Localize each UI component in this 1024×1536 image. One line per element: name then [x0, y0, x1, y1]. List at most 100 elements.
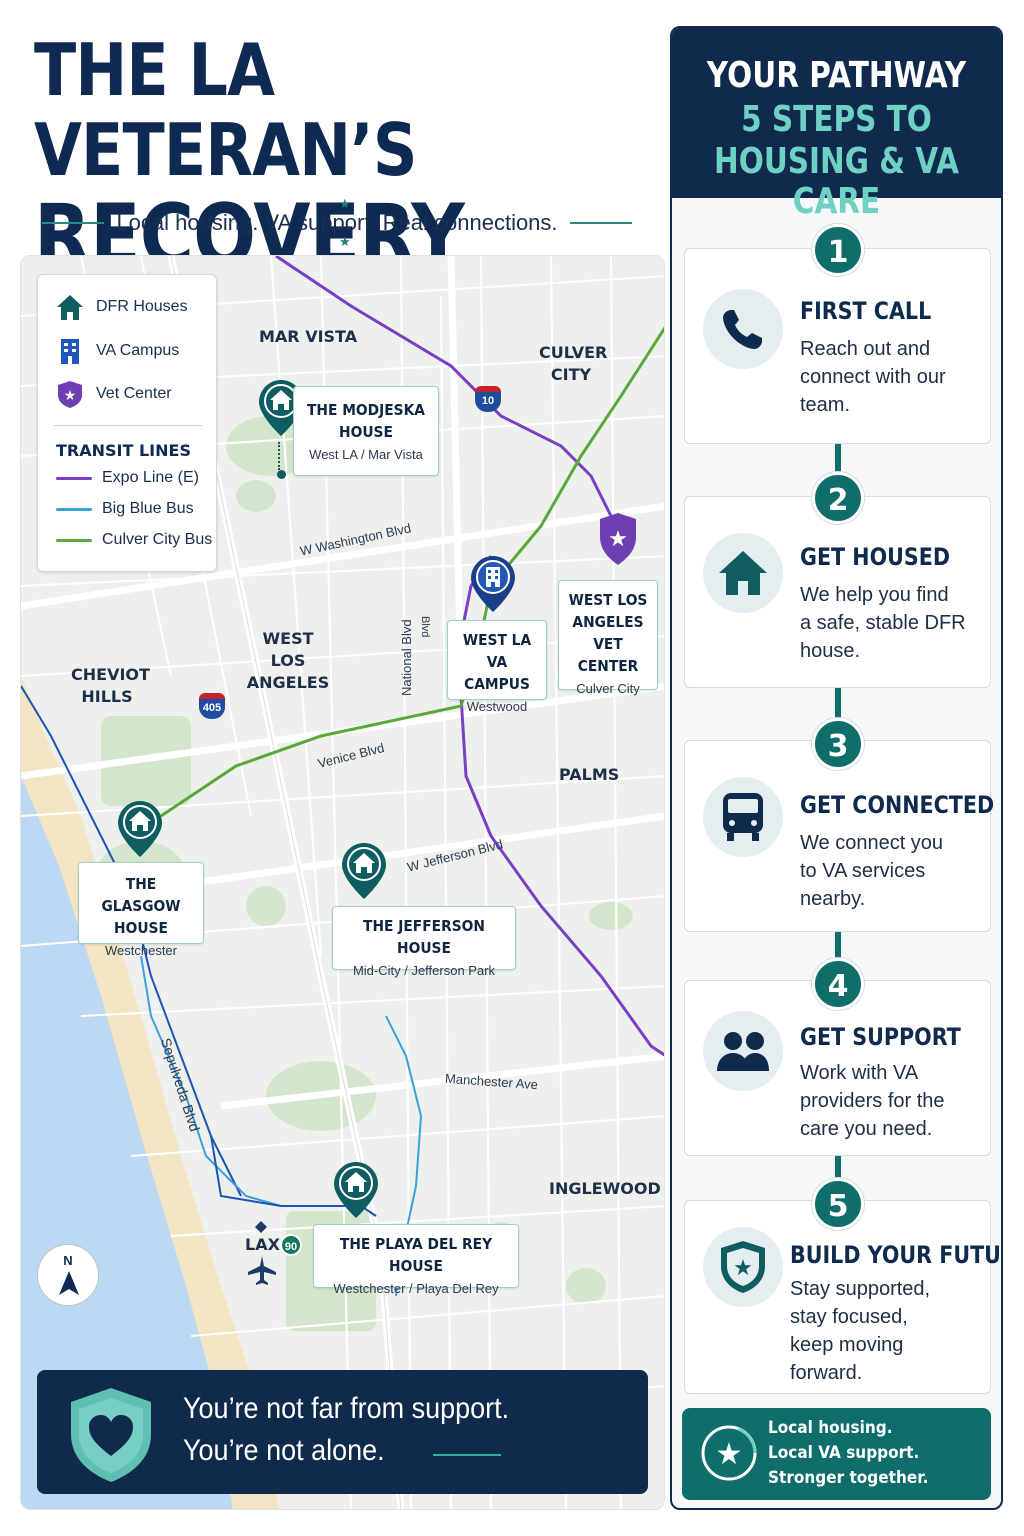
- expo-line: [275, 256, 623, 557]
- step-connector: [835, 688, 841, 740]
- title-line-1: THE LA VETERAN’S: [34, 28, 417, 192]
- step-2-number: 2: [812, 472, 864, 524]
- house-icon: [54, 291, 86, 323]
- area-label-mar-vista: MAR VISTA: [259, 327, 358, 346]
- phone-icon: [703, 289, 783, 369]
- vet-center-card[interactable]: WEST LOS ANGELES VET CENTER Culver City: [558, 580, 658, 696]
- step-4-text: Work with VA providers for the care you …: [800, 1062, 945, 1140]
- panel-header: YOUR PATHWAY 5 STEPS TO HOUSING & VA CAR…: [672, 28, 1001, 222]
- tagline-rule-left: [42, 222, 105, 224]
- step-1-card[interactable]: FIRST CALL Reach out and connect with ou…: [684, 248, 991, 444]
- map[interactable]: DFR Houses VA Campus ★ Vet Center TRANSI…: [20, 255, 665, 1510]
- vet-center-pin[interactable]: ★: [596, 511, 640, 567]
- area-label-west-la: WEST LOS ANGELES: [246, 629, 330, 692]
- modjeska-house-card[interactable]: THE MODJESKA HOUSE West LA / Mar Vista: [293, 386, 439, 476]
- footer-line-2: Local VA support.: [768, 1443, 920, 1463]
- culver-city-bus-swatch: [56, 538, 92, 542]
- tagline: Local housing. VA support. Real connecti…: [36, 206, 638, 240]
- star-badge-icon: ★: [701, 1425, 757, 1481]
- shield-star-icon: ★: [703, 1227, 783, 1307]
- big-blue-bus-swatch: [56, 507, 92, 511]
- legend-transit-heading: TRANSIT LINES: [56, 441, 191, 460]
- star-shield-icon: ★: [54, 378, 86, 410]
- footer-line-3: Stronger together.: [768, 1468, 929, 1488]
- va-campus-card[interactable]: WEST LA VA CAMPUS Westwood: [447, 620, 547, 714]
- svg-text:★: ★: [733, 1256, 753, 1281]
- footer-line-1: Local housing.: [768, 1418, 893, 1438]
- route-90-shield: 90: [280, 1234, 302, 1256]
- step-4-number: 4: [812, 958, 864, 1010]
- modjeska-dot: [277, 470, 286, 479]
- svg-text:★: ★: [64, 388, 77, 404]
- step-1-title: FIRST CALL: [800, 297, 932, 325]
- area-label-palms: PALMS: [559, 765, 620, 784]
- glasgow-house-pin[interactable]: [116, 799, 164, 861]
- interstate-10-shield: 10: [475, 386, 501, 412]
- legend-big-blue-bus: Big Blue Bus: [56, 500, 194, 518]
- playa-del-rey-house-card[interactable]: THE PLAYA DEL REY HOUSE Westchester / Pl…: [313, 1224, 519, 1296]
- star-ornament-icon: ★: [339, 234, 351, 249]
- legend-expo-line: Expo Line (E): [56, 469, 199, 487]
- expo-line-south: [459, 555, 664, 1057]
- legend-vet-center: ★ Vet Center: [54, 378, 172, 410]
- step-2-title: GET HOUSED: [800, 543, 950, 571]
- compass: N: [37, 1244, 99, 1306]
- culver-city-bus-line: [160, 326, 664, 818]
- airport-marker-icon: [255, 1221, 267, 1233]
- step-3-text: We connect you to VA services nearby.: [800, 832, 944, 910]
- legend-dfr-houses: DFR Houses: [54, 291, 188, 323]
- interstate-405-shield: 405: [199, 693, 225, 719]
- svg-text:★: ★: [608, 527, 628, 552]
- legend-va-campus: VA Campus: [54, 335, 179, 367]
- area-label-inglewood: INGLEWOOD: [549, 1179, 661, 1198]
- glasgow-house-card[interactable]: THE GLASGOW HOUSE Westchester: [78, 862, 204, 958]
- banner-line-2: You’re not alone.: [183, 1434, 385, 1467]
- step-connector: [835, 444, 841, 496]
- map-legend: DFR Houses VA Campus ★ Vet Center TRANSI…: [37, 274, 217, 572]
- jefferson-house-card[interactable]: THE JEFFERSON HOUSE Mid-City / Jefferson…: [332, 906, 516, 978]
- building-icon: [54, 335, 86, 367]
- step-1-number: 1: [812, 224, 864, 276]
- step-2-card[interactable]: GET HOUSED We help you find a safe, stab…: [684, 496, 991, 688]
- tagline-rule-right: [569, 222, 632, 224]
- step-3-title: GET CONNECTED: [800, 791, 995, 819]
- compass-north-label: N: [63, 1253, 73, 1268]
- legend-divider: [54, 425, 202, 426]
- step-3-number: 3: [812, 718, 864, 770]
- panel-footer: ★ Local housing. Local VA support. Stron…: [682, 1408, 991, 1500]
- house-icon: [703, 533, 783, 613]
- modjeska-house-pin[interactable]: [257, 378, 305, 440]
- street-label-national: National Blvd: [399, 619, 414, 696]
- people-icon: [703, 1011, 783, 1091]
- expo-line-swatch: [56, 476, 92, 480]
- step-3-card[interactable]: GET CONNECTED We connect you to VA servi…: [684, 740, 995, 932]
- playa-del-rey-house-pin[interactable]: [332, 1160, 380, 1222]
- panel-heading-3: HOUSING & VA CARE: [714, 141, 959, 222]
- airplane-icon: [248, 1256, 276, 1285]
- step-4-title: GET SUPPORT: [800, 1023, 961, 1051]
- area-label-lax: LAX: [245, 1235, 280, 1254]
- step-connector: [835, 932, 841, 980]
- compass-arrow-icon: [59, 1271, 79, 1295]
- ocean: [21, 776, 233, 1509]
- step-5-number: 5: [812, 1178, 864, 1230]
- banner-rule: [433, 1454, 501, 1456]
- star-ornament-icon: ★: [339, 196, 351, 211]
- step-2-text: We help you find a safe, stable DFR hous…: [800, 584, 966, 662]
- banner-line-1: You’re not far from support.: [183, 1392, 510, 1425]
- support-banner: You’re not far from support. You’re not …: [37, 1370, 648, 1494]
- step-5-card[interactable]: ★ BUILD YOUR FUTURE Stay supported, stay…: [684, 1200, 1001, 1394]
- heart-shield-icon: [71, 1388, 151, 1482]
- big-blue-bus-line: [140, 955, 282, 1207]
- panel-heading-1: YOUR PATHWAY: [706, 55, 967, 96]
- legend-culver-city-bus: Culver City Bus: [56, 531, 212, 549]
- va-campus-pin[interactable]: [469, 554, 517, 616]
- area-label-culver-city: CULVER CITY: [539, 343, 608, 384]
- modjeska-leader: [278, 442, 284, 470]
- panel-heading-2: 5 STEPS TO: [741, 99, 932, 140]
- svg-text:★: ★: [716, 1437, 743, 1472]
- jefferson-house-pin[interactable]: [340, 841, 388, 903]
- area-label-cheviot-hills: CHEVIOT HILLS: [71, 665, 150, 706]
- step-5-title: BUILD YOUR FUTURE: [790, 1241, 1001, 1269]
- tagline-text: Local housing. VA support. Real connecti…: [116, 210, 558, 235]
